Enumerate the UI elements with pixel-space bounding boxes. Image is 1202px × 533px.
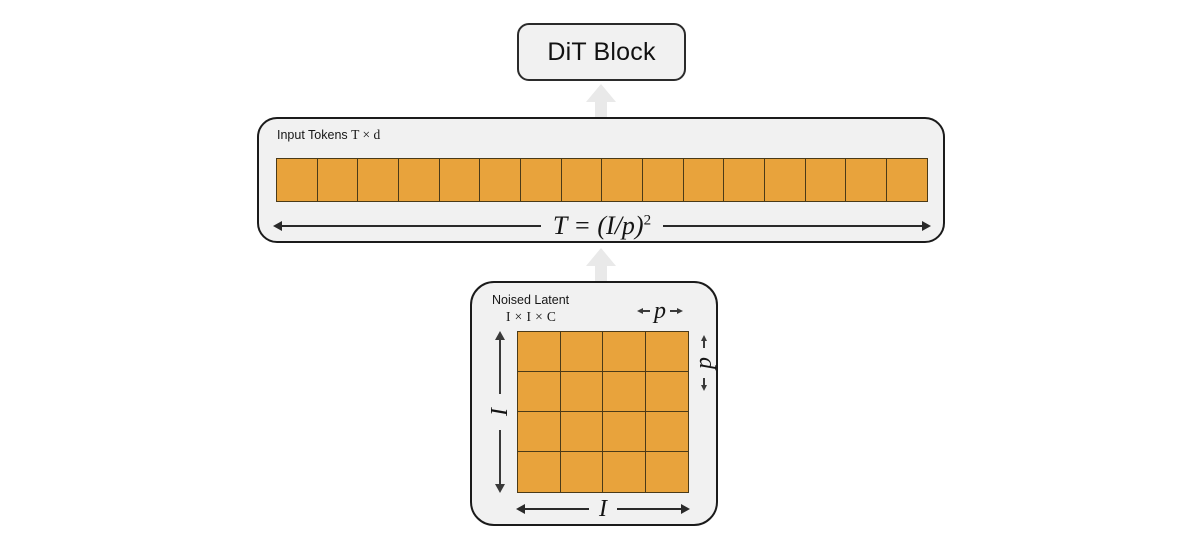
token-count-formula: T = (I/p)2 — [541, 213, 663, 239]
dimension-line — [617, 508, 681, 510]
dimension-line — [670, 310, 677, 312]
patch-size-right-annotation: p — [691, 330, 717, 396]
input-tokens-panel: Input Tokens T × d T = (I/p)2 — [257, 117, 945, 243]
latent-width-label: I — [599, 496, 607, 522]
arrow-left-head-icon — [516, 504, 525, 514]
token-strip — [276, 158, 929, 202]
token-cell — [845, 158, 888, 202]
patch-size-right-label: p — [691, 357, 717, 369]
token-cell — [316, 158, 359, 202]
latent-patch-cell — [602, 371, 647, 413]
latent-patch-cell — [517, 451, 562, 493]
dimension-line — [663, 225, 922, 227]
arrow-right-head-icon — [677, 308, 683, 314]
arrow-head — [586, 248, 616, 266]
latent-patch-cell — [559, 331, 604, 373]
arrow-up-head-icon — [495, 331, 505, 340]
input-tokens-caption-math: T × d — [351, 127, 381, 142]
arrow-shaft — [595, 100, 607, 120]
patch-size-top-annotation: p — [627, 298, 693, 324]
latent-patch-cell — [644, 411, 689, 453]
arrow-down-head-icon — [495, 484, 505, 493]
arrow-shaft — [595, 264, 607, 284]
arrow-left-head-icon — [273, 221, 282, 231]
token-cell — [886, 158, 929, 202]
token-cell — [560, 158, 603, 202]
token-cell — [357, 158, 400, 202]
arrow-right-head-icon — [922, 221, 931, 231]
token-cell — [682, 158, 725, 202]
latent-patch-cell — [644, 331, 689, 373]
dit-block-label: DiT Block — [547, 37, 656, 66]
latent-patch-cell — [517, 411, 562, 453]
token-count-formula-exponent: 2 — [643, 212, 652, 229]
dimension-line — [282, 225, 541, 227]
arrow-up-tokens-to-dit-icon — [586, 84, 616, 120]
latent-patch-cell — [559, 371, 604, 413]
token-cell — [479, 158, 522, 202]
latent-height-annotation: I — [487, 331, 513, 493]
latent-patch-cell — [644, 371, 689, 413]
latent-height-label: I — [487, 408, 513, 416]
arrow-right-head-icon — [681, 504, 690, 514]
latent-width-annotation: I — [516, 495, 690, 523]
token-cell — [520, 158, 562, 202]
noised-latent-caption-shape: I × I × C — [506, 308, 557, 324]
dimension-line — [525, 508, 589, 510]
token-count-dimension: T = (I/p)2 — [273, 209, 931, 243]
latent-patch-grid — [517, 331, 689, 493]
token-cell — [642, 158, 685, 202]
arrow-head — [586, 84, 616, 102]
dimension-line — [703, 341, 705, 348]
latent-patch-cell — [602, 451, 647, 493]
dimension-line — [643, 310, 650, 312]
dimension-line — [703, 378, 705, 385]
token-cell — [601, 158, 644, 202]
arrow-down-head-icon — [701, 385, 707, 391]
latent-patch-cell — [517, 371, 562, 413]
input-tokens-caption: Input Tokens T × d — [277, 127, 380, 143]
input-tokens-caption-text: Input Tokens — [277, 128, 352, 142]
token-cell — [398, 158, 440, 202]
token-cell — [804, 158, 847, 202]
token-cell — [276, 158, 318, 202]
latent-patch-cell — [602, 411, 647, 453]
token-cell — [764, 158, 807, 202]
latent-patch-cell — [559, 411, 604, 453]
arrow-up-latent-to-tokens-icon — [586, 248, 616, 284]
dimension-line — [499, 430, 501, 484]
latent-patch-cell — [602, 331, 647, 373]
arrow-left-head-icon — [637, 308, 643, 314]
latent-patch-cell — [517, 331, 562, 373]
token-cell — [723, 158, 766, 202]
token-cell — [438, 158, 481, 202]
dit-block-node[interactable]: DiT Block — [517, 23, 686, 81]
arrow-up-head-icon — [701, 335, 707, 341]
token-count-formula-base: T = (I/p) — [552, 211, 644, 240]
latent-patch-cell — [644, 451, 689, 493]
patch-size-top-label: p — [654, 298, 666, 324]
dimension-line — [499, 340, 501, 394]
latent-patch-cell — [559, 451, 604, 493]
noised-latent-caption-title: Noised Latent — [492, 293, 570, 307]
